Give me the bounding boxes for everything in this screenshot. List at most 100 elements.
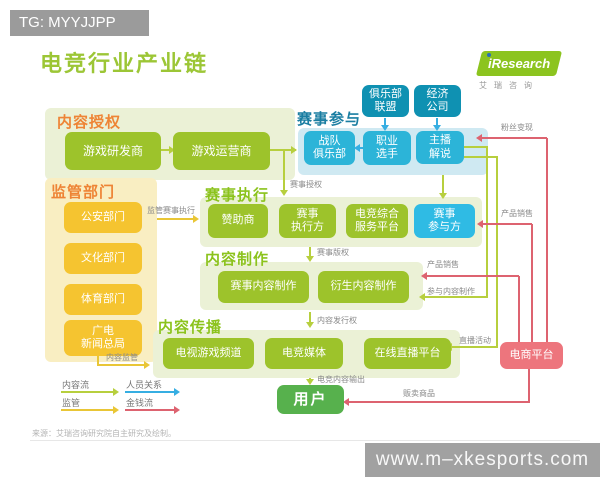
arrowhead xyxy=(306,379,314,385)
node-event-participants: 赛事 参与方 xyxy=(414,204,475,238)
node-team-club: 战队 俱乐部 xyxy=(304,131,355,165)
flow-label-publish-right: 内容发行权 xyxy=(317,316,357,325)
section-title-regulators: 监管部门 xyxy=(51,184,116,201)
legend-content-flow: 内容流 xyxy=(62,380,90,390)
arrowhead xyxy=(306,322,314,328)
legend-line-supervision xyxy=(61,409,115,411)
node-sponsor: 赞助商 xyxy=(208,204,268,238)
logo-text: iResearch xyxy=(487,56,551,71)
legend-line-content-flow xyxy=(61,391,115,393)
arrowhead xyxy=(419,293,425,301)
logo-caption: 艾瑞咨询 xyxy=(479,81,539,90)
node-esports-media: 电竞媒体 xyxy=(265,338,343,369)
node-event-content-production: 赛事内容制作 xyxy=(218,271,309,303)
flow-label-event-copyright: 赛事版权 xyxy=(317,248,349,257)
arrowhead xyxy=(439,193,447,199)
flow-label-supervise-execution: 监管赛事执行 xyxy=(147,206,195,215)
flow-line xyxy=(436,118,438,128)
legend-line-money-flow xyxy=(125,409,176,411)
node-radio-tv-admin: 广电 新闻总局 xyxy=(64,320,142,356)
legend-line-personnel xyxy=(125,391,176,393)
flow-line xyxy=(384,118,386,128)
source-note: 来源：艾瑞咨询研究院自主研究及绘制。 xyxy=(32,429,176,438)
flow-line xyxy=(451,346,498,348)
section-title-licensing: 内容授权 xyxy=(57,114,122,131)
flow-line xyxy=(518,276,520,342)
arrowhead xyxy=(280,190,288,196)
flow-line xyxy=(426,275,519,277)
arrowhead xyxy=(343,398,349,406)
flow-label-content-output: 电竞内容输出 xyxy=(317,375,365,384)
flow-line xyxy=(546,138,548,342)
arrowhead xyxy=(381,125,389,131)
section-title-distribution: 内容传播 xyxy=(158,319,223,336)
flow-line xyxy=(97,364,146,366)
flow-line xyxy=(359,147,364,149)
flow-line xyxy=(157,218,195,220)
node-club-alliance: 俱乐部 联盟 xyxy=(362,85,409,117)
node-tv-game-channel: 电视游戏频道 xyxy=(163,338,254,369)
arrowhead xyxy=(354,144,360,152)
flow-label-product-sales-top: 产品销售 xyxy=(501,209,533,218)
flow-line xyxy=(283,149,285,193)
node-event-executor: 赛事 执行方 xyxy=(279,204,336,238)
arrowhead xyxy=(174,388,180,396)
flow-line xyxy=(442,175,444,196)
legend-money-flow: 金钱流 xyxy=(126,398,154,408)
arrowhead xyxy=(291,146,297,154)
flow-line xyxy=(481,137,547,139)
flow-line xyxy=(528,369,530,403)
flow-line xyxy=(309,247,311,259)
section-title-participation: 赛事参与 xyxy=(297,111,362,128)
arrowhead xyxy=(306,256,314,262)
divider xyxy=(30,440,580,441)
flow-line xyxy=(97,356,99,366)
flow-line xyxy=(309,312,311,325)
arrowhead xyxy=(169,146,175,154)
logo-i-dot-icon xyxy=(487,53,491,57)
flow-label-product-sales-mid: 产品销售 xyxy=(427,260,459,269)
arrowhead xyxy=(193,215,199,223)
flow-label-join-production: 参与内容制作 xyxy=(427,287,475,296)
section-title-production: 内容制作 xyxy=(205,251,270,268)
node-streamer-commentator: 主播 解说 xyxy=(416,131,464,164)
tg-badge: TG: MYYJJPP xyxy=(10,10,149,36)
arrowhead xyxy=(477,220,483,228)
node-sports-dept: 体育部门 xyxy=(64,284,142,315)
node-pro-player: 职业 选手 xyxy=(363,131,411,165)
arrowhead xyxy=(433,125,441,131)
flow-label-fan-monetization: 粉丝变现 xyxy=(501,123,533,132)
arrowhead xyxy=(421,272,427,280)
flow-line xyxy=(496,156,498,348)
node-public-security-dept: 公安部门 xyxy=(64,202,142,233)
node-ecommerce-platform: 电商平台 xyxy=(500,342,563,369)
flow-line xyxy=(464,146,488,148)
flow-line xyxy=(531,224,533,342)
flow-label-live-activity: 直播活动 xyxy=(459,336,491,345)
flow-line xyxy=(348,401,529,403)
section-title-execution: 赛事执行 xyxy=(205,187,270,204)
flow-line xyxy=(482,223,532,225)
flow-line xyxy=(486,146,488,298)
flow-label-content-supervision: 内容监管 xyxy=(106,353,138,362)
arrowhead xyxy=(113,406,119,414)
node-user: 用户 xyxy=(277,385,344,414)
arrowhead xyxy=(144,361,150,369)
flow-line xyxy=(464,156,498,158)
node-live-streaming-platform: 在线直播平台 xyxy=(364,338,451,369)
watermark: www.m–xkesports.com xyxy=(365,443,600,477)
legend-personnel: 人员关系 xyxy=(126,380,163,390)
flow-line xyxy=(161,149,171,151)
node-agency-company: 经济 公司 xyxy=(414,85,461,117)
flow-label-event-license: 赛事授权 xyxy=(290,180,322,189)
node-esports-service-platform: 电竞综合 服务平台 xyxy=(346,204,408,238)
node-derivative-content-production: 衍生内容制作 xyxy=(318,271,409,303)
page-title: 电竞行业产业链 xyxy=(40,51,209,76)
legend-supervision: 监管 xyxy=(62,398,81,408)
node-game-developer: 游戏研发商 xyxy=(65,132,161,170)
arrowhead xyxy=(174,406,180,414)
flow-line xyxy=(424,296,488,298)
arrowhead xyxy=(476,134,482,142)
node-culture-dept: 文化部门 xyxy=(64,243,142,274)
